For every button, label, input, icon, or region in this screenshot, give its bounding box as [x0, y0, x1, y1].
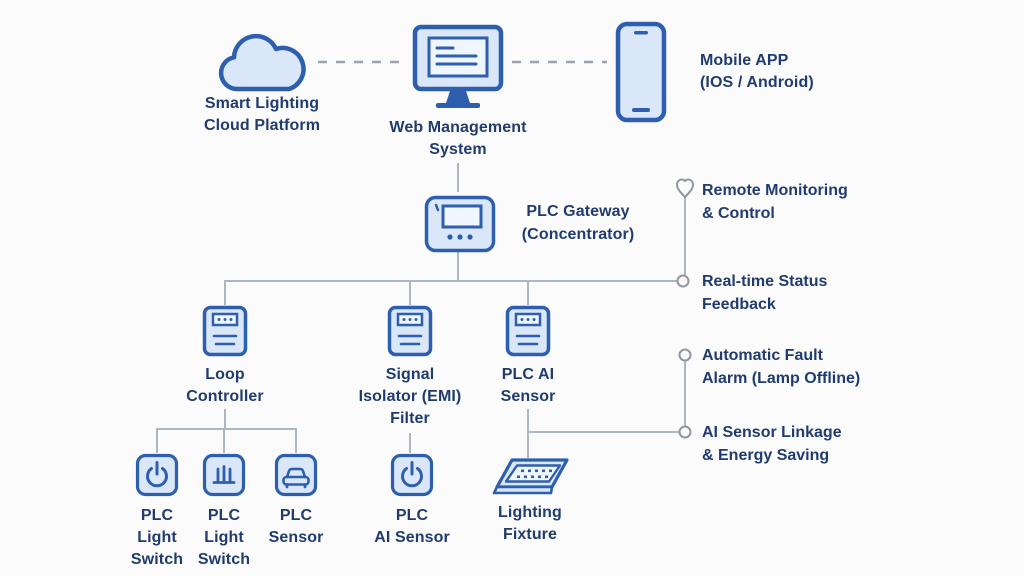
- junction-dot: [676, 274, 690, 288]
- label-line: PLC: [395, 507, 429, 524]
- label-line: Switch: [197, 551, 251, 568]
- loop-controller-icon: [202, 305, 248, 357]
- label-line: PLC: [140, 507, 174, 524]
- label-line: AI Sensor: [374, 529, 450, 546]
- cloud-platform-label: Smart Lighting Cloud Platform: [162, 93, 362, 137]
- plc-gateway-label: PLC Gateway (Concentrator): [503, 200, 653, 246]
- label-line: Switch: [130, 551, 184, 568]
- label-line: Light: [204, 529, 244, 546]
- feature-line: Real-time Status: [702, 273, 828, 290]
- label-line: Isolator (EMI): [358, 388, 462, 405]
- signal-isolator-icon: [387, 305, 433, 357]
- label-line: Fixture: [502, 526, 558, 543]
- feature-realtime-status: Real-time Status Feedback: [702, 270, 827, 316]
- plc-light-switch-label: PLC Light Switch: [184, 505, 264, 571]
- label-line: Signal: [385, 366, 435, 383]
- label-line: PLC AI: [501, 366, 555, 383]
- feature-line: Feedback: [702, 296, 776, 313]
- cloud-icon: [218, 33, 306, 92]
- plc-ai-sensor-icon: [505, 305, 551, 357]
- bus-line: [224, 280, 677, 305]
- feature-remote-monitoring: Remote Monitoring & Control: [702, 179, 848, 225]
- plc-sensor-label: PLC Sensor: [256, 505, 336, 549]
- loop-subtree-lines: [156, 409, 297, 453]
- feature-line: Automatic Fault: [702, 347, 823, 364]
- signal-isolator-label: Signal Isolator (EMI) Filter: [330, 364, 490, 430]
- feature-line: Remote Monitoring: [702, 182, 848, 199]
- car-icon: [274, 453, 318, 497]
- smartphone-icon: [615, 21, 667, 123]
- plc-ai-sensor-label: PLC AI Sensor: [468, 364, 588, 408]
- pin-header-icon: [202, 453, 246, 497]
- label-line: (IOS / Android): [700, 74, 814, 91]
- loop-controller-label: Loop Controller: [155, 364, 295, 408]
- power-icon: [390, 453, 434, 497]
- label-line: Controller: [186, 388, 264, 405]
- label-line: Smart Lighting: [204, 95, 320, 112]
- feature-line: Alarm (Lamp Offline): [702, 370, 861, 387]
- feature-line: AI Sensor Linkage: [702, 424, 842, 441]
- lighting-panel-icon: [492, 458, 569, 495]
- mobile-app-label: Mobile APP (IOS / Android): [700, 50, 814, 94]
- label-line: Filter: [390, 410, 430, 427]
- label-line: System: [429, 141, 487, 158]
- feature-line: & Control: [702, 205, 775, 222]
- label-line: Sensor: [500, 388, 556, 405]
- power-icon: [135, 453, 179, 497]
- feature-line: & Energy Saving: [702, 447, 830, 464]
- label-line: Sensor: [268, 529, 324, 546]
- junction-dot: [678, 348, 692, 362]
- label-line: (Concentrator): [521, 226, 635, 243]
- feature-ai-linkage: AI Sensor Linkage & Energy Saving: [702, 421, 842, 467]
- plc-light-switch-label: PLC Light Switch: [117, 505, 197, 571]
- label-line: Loop: [205, 366, 245, 383]
- heart-icon: [675, 178, 695, 199]
- junction-dot: [678, 425, 692, 439]
- label-line: Web Management: [389, 119, 527, 136]
- label-line: Cloud Platform: [203, 117, 321, 134]
- label-line: Mobile APP: [700, 52, 789, 69]
- label-line: PLC: [207, 507, 241, 524]
- label-line: PLC: [279, 507, 313, 524]
- web-management-label: Web Management System: [358, 117, 558, 161]
- label-line: Light: [137, 529, 177, 546]
- lighting-fixture-label: Lighting Fixture: [488, 502, 572, 546]
- label-line: PLC Gateway: [526, 203, 630, 220]
- feature-fault-alarm: Automatic Fault Alarm (Lamp Offline): [702, 344, 860, 390]
- plc-gateway-icon: [424, 195, 496, 253]
- link-ai-fixture-feature: [527, 409, 679, 458]
- label-line: Lighting: [498, 504, 562, 521]
- monitor-icon: [412, 24, 504, 108]
- plc-ai-sensor-bottom-label: PLC AI Sensor: [362, 505, 462, 549]
